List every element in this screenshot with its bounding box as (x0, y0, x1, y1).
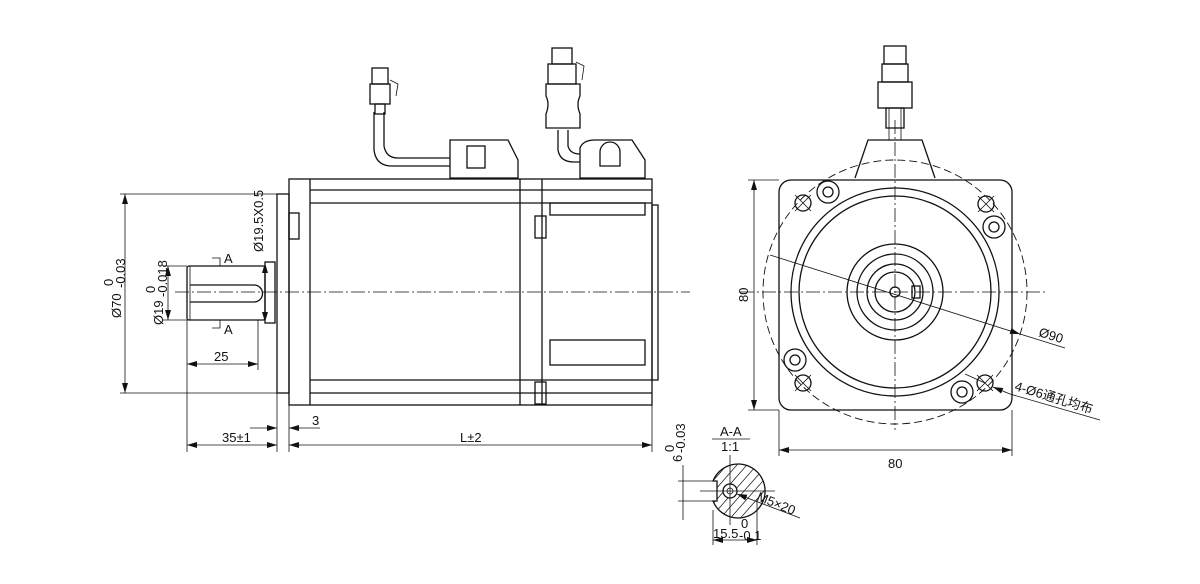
dim-body-length: L±2 (460, 430, 482, 445)
side-view: A A Ø70 0 -0.03 Ø19 0 -0.018 Ø19.5X0.5 2… (101, 47, 690, 452)
dim-key-width: 6 (670, 455, 685, 462)
dim-thread: M5×20 (755, 489, 798, 518)
power-connector (369, 67, 519, 179)
top-connector (877, 45, 913, 140)
mounting-bosses (783, 180, 1006, 404)
front-view: 80 80 Ø90 4-Ø6通孔均布 (736, 45, 1101, 471)
svg-text:0: 0 (101, 279, 116, 286)
section-mark-bottom: A (224, 322, 233, 337)
svg-text:-0.03: -0.03 (673, 423, 688, 453)
section-scale: 1:1 (721, 439, 739, 454)
dim-front-width: 80 (888, 456, 902, 471)
keyway (190, 284, 264, 303)
svg-text:-0.1: -0.1 (739, 528, 761, 543)
svg-text:0: 0 (143, 286, 158, 293)
dim-key-depth: 15.5 (713, 526, 738, 541)
dim-collar-dia: Ø19.5X0.5 (251, 190, 266, 252)
svg-text:-0.018: -0.018 (155, 260, 170, 297)
dim-flange-dia: Ø70 (109, 293, 124, 318)
encoder-connector (545, 47, 646, 179)
dim-front-height: 80 (736, 288, 751, 302)
flange-plate (276, 193, 290, 394)
svg-text:-0.03: -0.03 (113, 258, 128, 288)
rear-cap (651, 204, 659, 381)
svg-text:0: 0 (741, 516, 748, 531)
section-title: A-A (720, 424, 742, 439)
dim-holes: 4-Ø6通孔均布 (1013, 379, 1095, 417)
pcd-circle (762, 159, 1028, 425)
section-mark-top: A (224, 251, 233, 266)
dim-shaft-dia: Ø19 (151, 300, 166, 325)
dim-key-length: 25 (214, 349, 228, 364)
dim-flange-thickness: 3 (312, 413, 319, 428)
dim-pcd: Ø90 (1037, 325, 1065, 347)
through-holes (794, 194, 995, 392)
svg-text:0: 0 (662, 445, 677, 452)
shaft (186, 265, 266, 321)
shaft-collar (264, 261, 276, 324)
dim-shaft-length: 35±1 (222, 430, 251, 445)
front-flange (778, 179, 1013, 411)
